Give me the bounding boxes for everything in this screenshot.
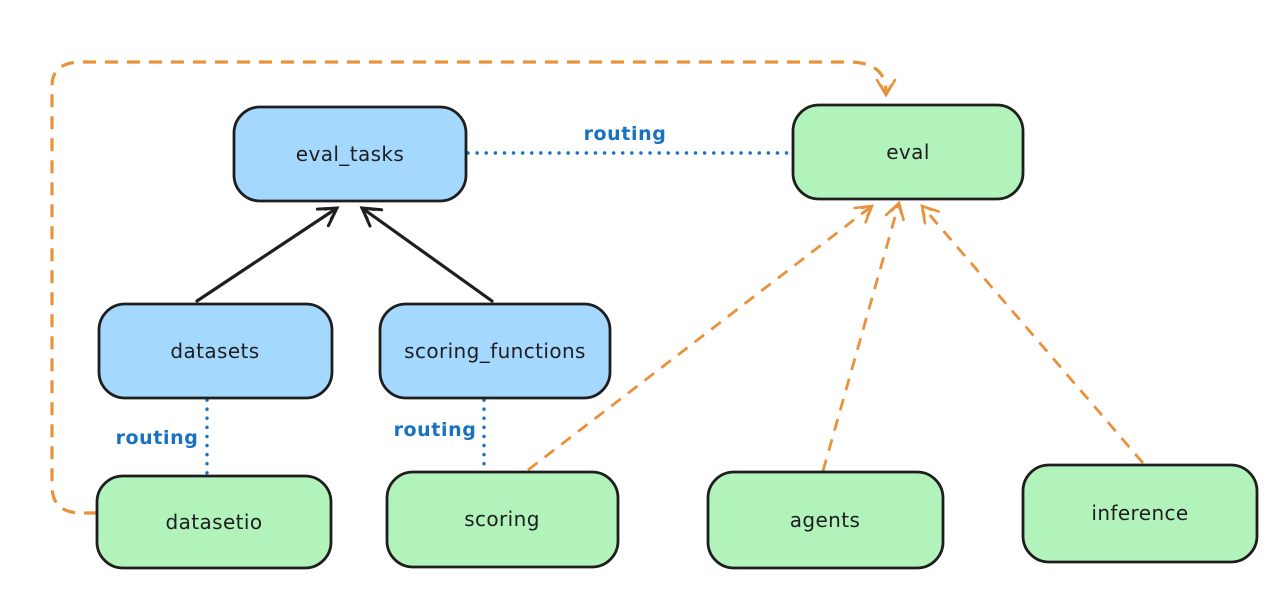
node-scoring-label: scoring	[464, 507, 540, 531]
edge-scoring-to-eval	[527, 204, 875, 472]
node-agents: agents	[706, 470, 945, 570]
node-inference: inference	[1021, 463, 1259, 564]
node-datasets-label: datasets	[170, 339, 259, 363]
edge-label-routing-middle: routing	[394, 419, 477, 441]
node-datasets: datasets	[97, 302, 334, 400]
edge-datasetio-to-eval	[50, 60, 897, 515]
edge-inference-to-eval	[920, 204, 1145, 464]
node-datasets-box	[97, 302, 334, 400]
node-eval-label: eval	[886, 140, 930, 164]
node-eval-tasks: eval_tasks	[232, 105, 468, 203]
node-scoring-functions-box	[378, 302, 612, 400]
node-eval: eval	[791, 103, 1025, 201]
node-agents-label: agents	[790, 508, 861, 532]
edge-labels-layer: routing routing routing	[116, 123, 667, 449]
node-scoring-functions-label: scoring_functions	[404, 339, 586, 363]
node-eval-tasks-box	[232, 105, 468, 203]
edge-label-routing-left: routing	[116, 427, 199, 449]
node-eval-tasks-label: eval_tasks	[296, 142, 404, 166]
node-eval-box	[791, 103, 1025, 201]
edge-scoring-functions-to-eval-tasks	[359, 206, 494, 303]
edge-agents-to-eval	[821, 200, 905, 472]
node-datasetio-box	[95, 474, 333, 570]
node-scoring: scoring	[385, 470, 620, 569]
node-inference-label: inference	[1091, 501, 1188, 525]
node-datasetio-label: datasetio	[165, 510, 262, 534]
node-scoring-box	[385, 470, 620, 569]
node-inference-box	[1021, 463, 1259, 564]
edge-label-routing-top: routing	[584, 123, 667, 145]
node-agents-box	[706, 470, 945, 570]
edges-layer	[50, 60, 1145, 515]
node-scoring-functions: scoring_functions	[378, 302, 612, 400]
nodes-layer: eval_tasks eval datasets scoring_functio…	[95, 103, 1259, 570]
node-datasetio: datasetio	[95, 474, 333, 570]
edge-datasets-to-eval-tasks	[195, 206, 340, 303]
